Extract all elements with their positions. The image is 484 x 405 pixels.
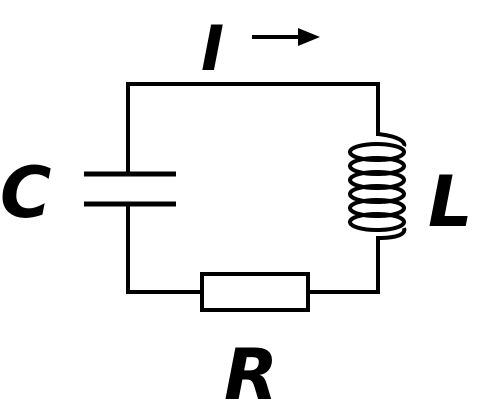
right-arrow-icon: [252, 28, 320, 46]
inductor-label: L: [428, 161, 473, 243]
resistor-body: [200, 272, 310, 312]
capacitor-label: C: [0, 152, 51, 234]
resistor-label: R: [224, 334, 278, 405]
inductor-turn: [348, 212, 406, 232]
current-label: I: [201, 12, 224, 85]
inductor-coil: [348, 132, 407, 240]
